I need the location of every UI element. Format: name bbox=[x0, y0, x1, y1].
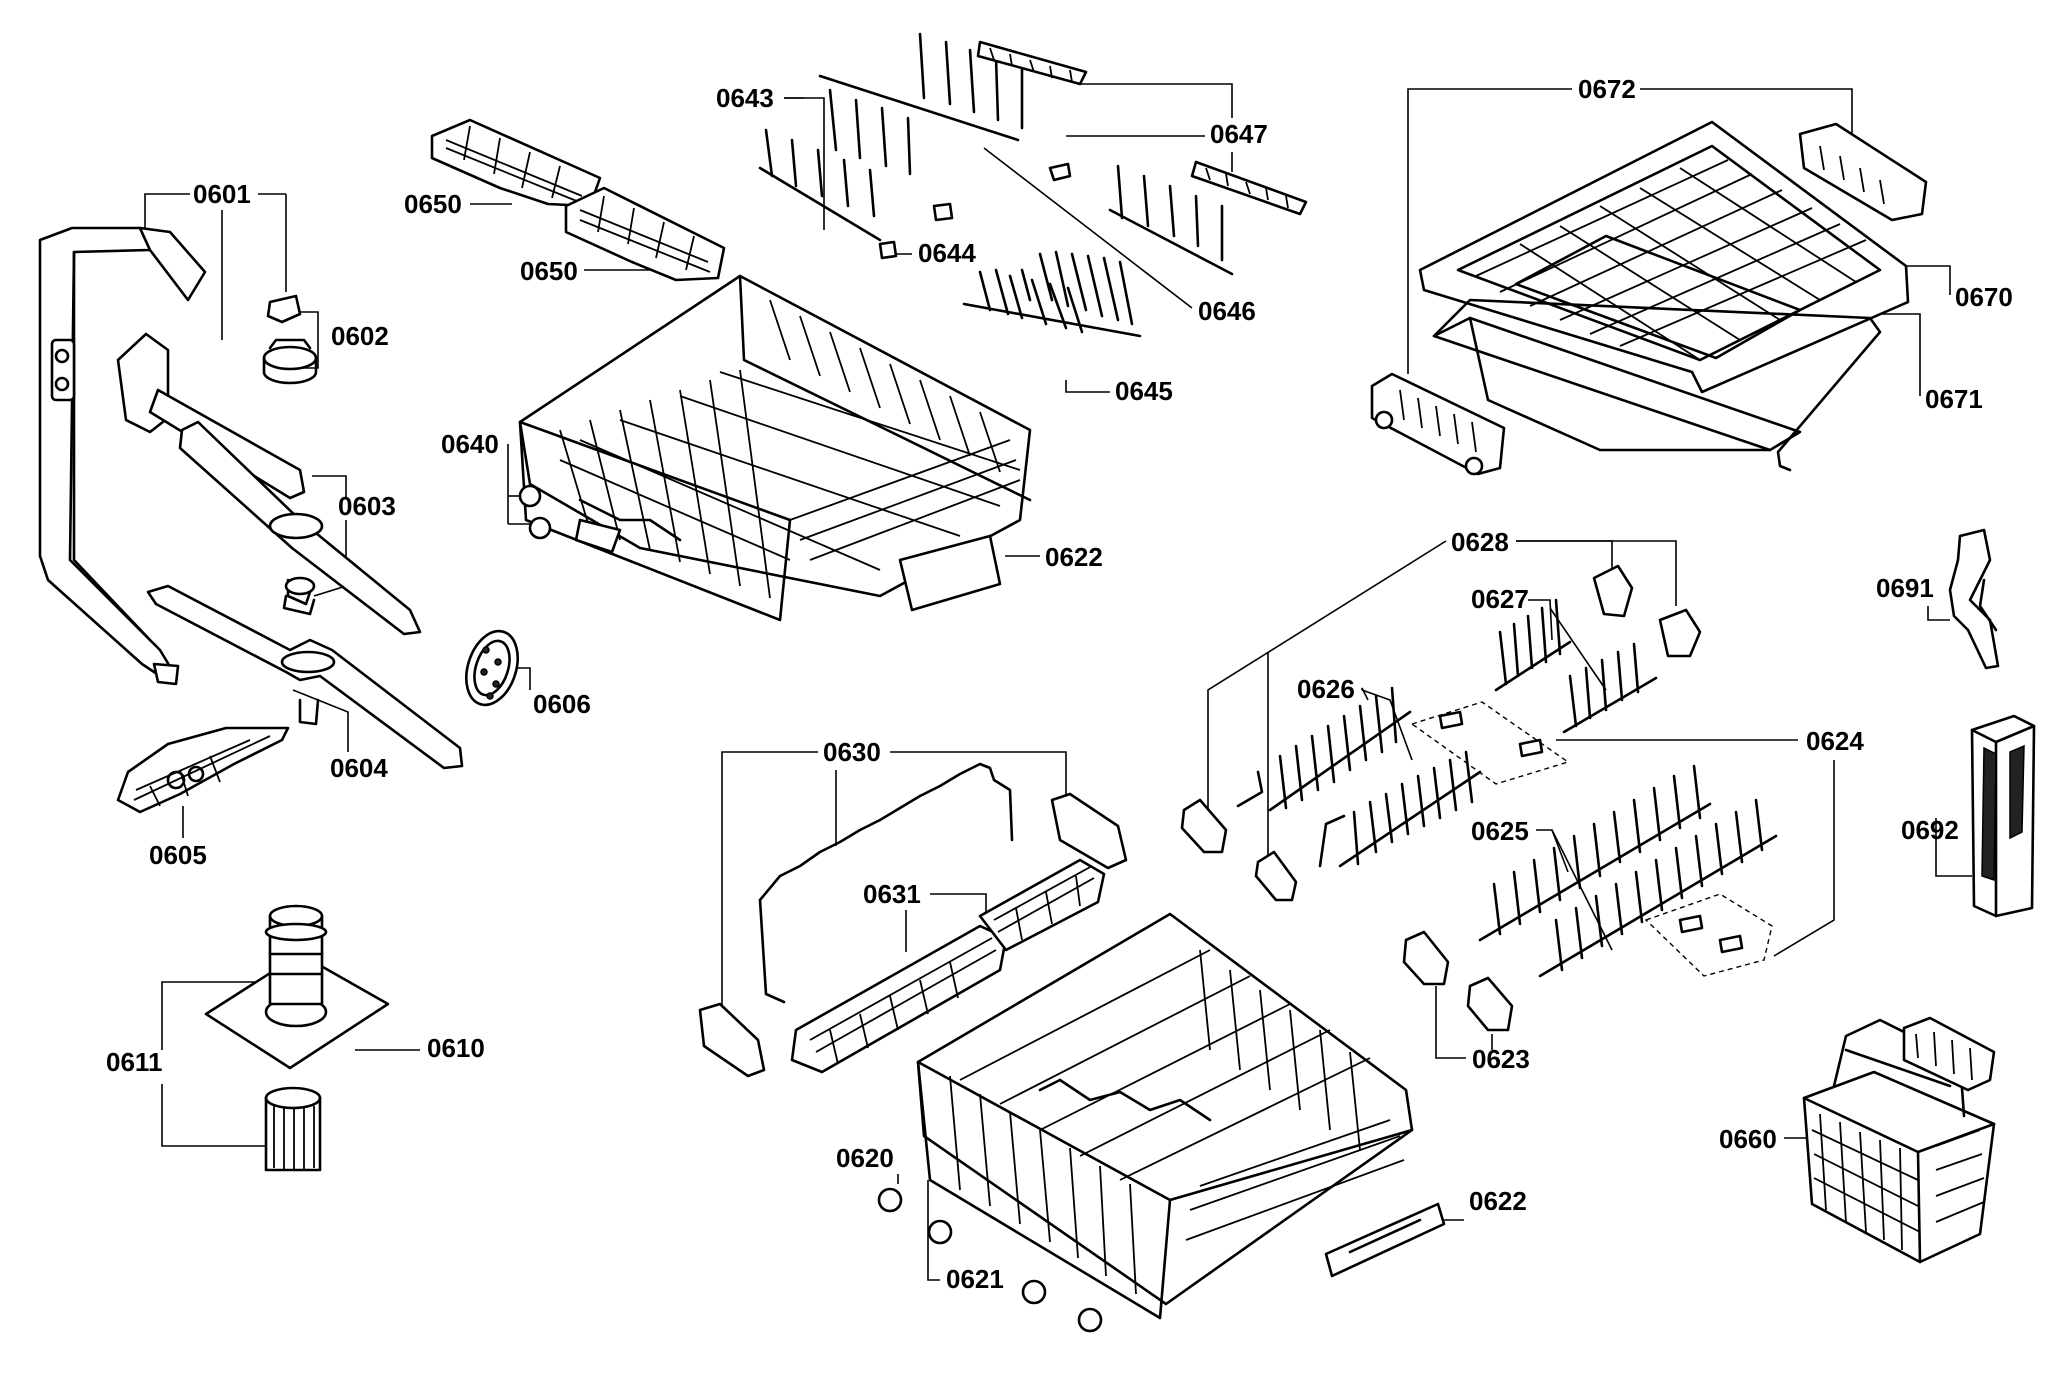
cutlery-basket-0660 bbox=[1802, 1016, 1996, 1264]
label-0626: 0626 bbox=[1297, 674, 1355, 704]
label-0644: 0644 bbox=[918, 238, 976, 268]
upper-rack-0640 bbox=[518, 274, 1032, 622]
label-0650-upper: 0650 bbox=[404, 189, 462, 219]
supply-pipe-0601 bbox=[38, 226, 207, 686]
tine-rows-upper bbox=[758, 32, 1308, 338]
label-0601: 0601 bbox=[193, 179, 251, 209]
part-labels: 0601 0602 0603 0604 0605 0606 0610 0611 … bbox=[106, 74, 2013, 1294]
label-0605: 0605 bbox=[149, 840, 207, 870]
label-0646: 0646 bbox=[1198, 296, 1256, 326]
nozzle-0602 bbox=[262, 294, 318, 385]
label-0621: 0621 bbox=[946, 1264, 1004, 1294]
clip-0691 bbox=[1948, 528, 2000, 670]
label-0606: 0606 bbox=[533, 689, 591, 719]
label-0650-lower: 0650 bbox=[520, 256, 578, 286]
label-0627: 0627 bbox=[1471, 584, 1529, 614]
label-0692: 0692 bbox=[1901, 815, 1959, 845]
label-0603: 0603 bbox=[338, 491, 396, 521]
filter-screen-0605 bbox=[116, 726, 290, 814]
upper-spray-arm-0603 bbox=[116, 332, 422, 636]
lower-spray-arm-0604 bbox=[146, 584, 464, 770]
label-0604: 0604 bbox=[330, 753, 388, 783]
lower-tine-rows bbox=[1180, 564, 1778, 1032]
label-0640: 0640 bbox=[441, 429, 499, 459]
label-0643: 0643 bbox=[716, 83, 774, 113]
cutlery-tray-0670 bbox=[1370, 120, 1928, 476]
label-0622-lower: 0622 bbox=[1469, 1186, 1527, 1216]
label-0647: 0647 bbox=[1210, 119, 1268, 149]
label-0631: 0631 bbox=[863, 879, 921, 909]
chopper-disc-0606 bbox=[465, 629, 519, 707]
label-0660: 0660 bbox=[1719, 1124, 1777, 1154]
label-0622-upper: 0622 bbox=[1045, 542, 1103, 572]
label-0602: 0602 bbox=[331, 321, 389, 351]
label-0628: 0628 bbox=[1451, 527, 1509, 557]
label-0623: 0623 bbox=[1472, 1044, 1530, 1074]
sleeve-0692 bbox=[1970, 714, 2036, 918]
label-0691: 0691 bbox=[1876, 573, 1934, 603]
label-0671: 0671 bbox=[1925, 384, 1983, 414]
label-0625: 0625 bbox=[1471, 816, 1529, 846]
cup-shelf-0650 bbox=[430, 118, 726, 282]
lower-rack bbox=[877, 912, 1446, 1333]
label-0620: 0620 bbox=[836, 1143, 894, 1173]
label-0645: 0645 bbox=[1115, 376, 1173, 406]
label-0611: 0611 bbox=[106, 1047, 162, 1077]
label-0630: 0630 bbox=[823, 737, 881, 767]
sump-filter-0610-0611 bbox=[204, 904, 390, 1172]
lower-side-parts bbox=[698, 762, 1128, 1078]
label-0610: 0610 bbox=[427, 1033, 485, 1063]
leader-lines bbox=[144, 83, 1972, 1281]
label-0670: 0670 bbox=[1955, 282, 2013, 312]
label-0672: 0672 bbox=[1578, 74, 1636, 104]
label-0624: 0624 bbox=[1806, 726, 1864, 756]
